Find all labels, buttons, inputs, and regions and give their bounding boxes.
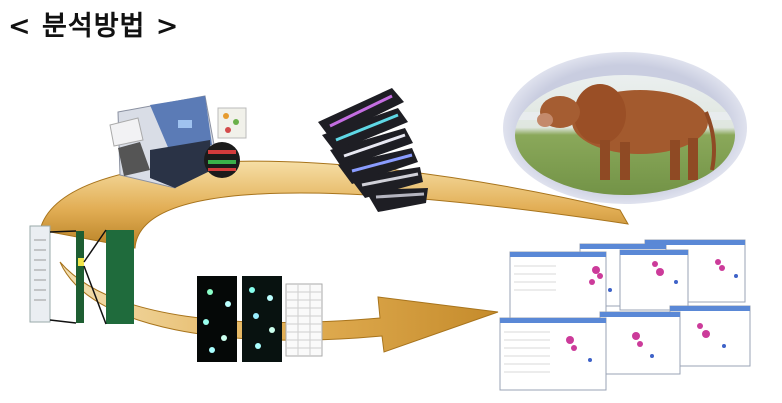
scan-image-icon: [197, 276, 282, 362]
scanner-machine-icon: [109, 95, 247, 189]
gel-strip-icon: [29, 225, 134, 325]
spreadsheet-icon: [285, 283, 323, 357]
analysis-screens-icon: [499, 239, 751, 391]
microarray-slides-icon: [318, 88, 428, 212]
cattle-photo: [503, 52, 747, 204]
page-title: < 분석방법 >: [8, 11, 180, 42]
